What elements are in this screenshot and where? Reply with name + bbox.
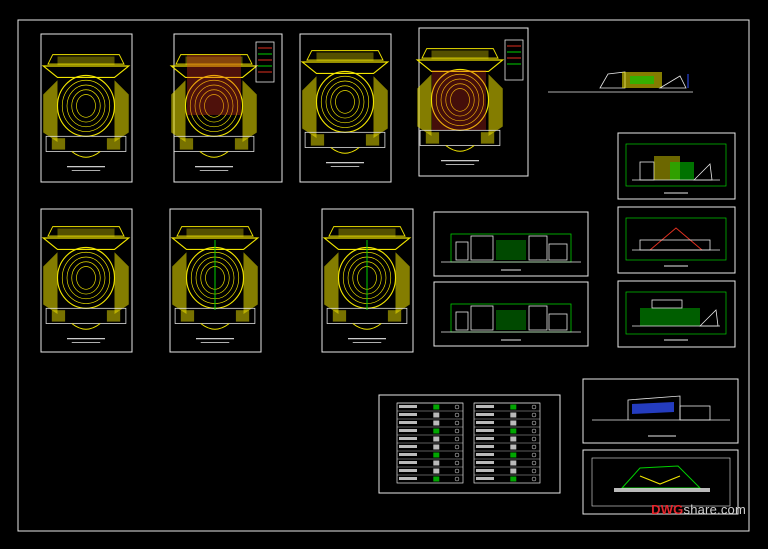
schedule-swatch	[510, 452, 517, 458]
schedule-swatch	[433, 468, 440, 474]
schedule-swatch	[510, 412, 517, 418]
schedule-swatch	[510, 436, 517, 442]
section-a[interactable]	[582, 378, 739, 444]
schedule-swatch	[510, 420, 517, 426]
schedule-swatch	[510, 428, 517, 434]
schedule-swatch	[433, 452, 440, 458]
plan-7[interactable]	[321, 208, 414, 353]
schedule-swatch	[433, 436, 440, 442]
sheet-frame	[17, 19, 750, 532]
schedule-swatch	[433, 444, 440, 450]
site-elevation[interactable]	[548, 71, 693, 93]
plan-6[interactable]	[169, 208, 262, 353]
schedule-swatch	[510, 468, 517, 474]
plan-3[interactable]	[299, 33, 392, 183]
plan-5[interactable]	[40, 208, 133, 353]
schedule-swatch	[510, 460, 517, 466]
schedule-swatch	[433, 412, 440, 418]
section-b[interactable]	[582, 449, 739, 515]
schedule-rows	[396, 402, 541, 484]
schedule-swatch	[433, 404, 440, 410]
plan-4[interactable]	[416, 27, 529, 177]
schedule-swatch	[433, 476, 440, 482]
schedule-swatch	[433, 428, 440, 434]
elevation-b[interactable]	[433, 281, 589, 347]
door-window-schedule[interactable]	[378, 394, 561, 494]
schedule-swatch	[433, 420, 440, 426]
elevation-c[interactable]	[617, 132, 736, 200]
plan-1[interactable]	[40, 33, 133, 183]
elevation-e[interactable]	[617, 280, 736, 348]
schedule-swatch	[510, 404, 517, 410]
watermark-brand-red: DWG	[651, 502, 684, 517]
plan-2[interactable]	[170, 33, 283, 183]
schedule-swatch	[433, 460, 440, 466]
watermark-brand-rest: share.com	[683, 502, 746, 517]
watermark: DWGshare.com	[651, 502, 746, 517]
schedule-swatch	[510, 444, 517, 450]
elevation-d[interactable]	[617, 206, 736, 274]
schedule-swatch	[510, 476, 517, 482]
elevation-a[interactable]	[433, 211, 589, 277]
